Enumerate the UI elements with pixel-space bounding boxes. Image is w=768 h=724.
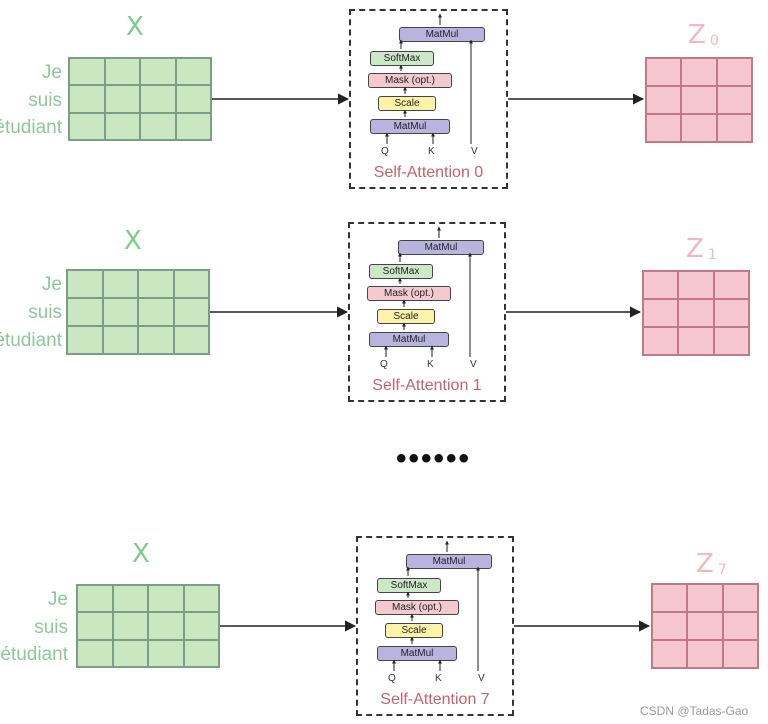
q-label-0: Q [381, 146, 389, 157]
x-matrix-1 [66, 269, 210, 355]
x-label-2: X [132, 539, 150, 569]
z-matrix-1 [642, 270, 750, 356]
inner-attention-arrows [384, 13, 480, 671]
word-suis-2: suis [34, 617, 68, 638]
x-label-1: X [124, 226, 142, 256]
q-label-2: Q [388, 673, 396, 684]
word-suis-1: suis [28, 302, 62, 323]
scale-2: Scale [385, 623, 443, 638]
matmul-top-2: MatMul [406, 554, 492, 569]
k-label-2: K [435, 673, 442, 684]
attention-caption-1: Self-Attention 1 [372, 377, 482, 394]
matmul-top-1: MatMul [398, 240, 484, 255]
z-subscript-1: 1 [707, 247, 717, 263]
x-matrix-0 [68, 57, 212, 141]
v-label-2: V [478, 673, 485, 684]
ellipsis: •••••• [396, 442, 472, 475]
z-matrix-0 [645, 57, 753, 143]
scale-1: Scale [377, 309, 435, 324]
mask-1: Mask (opt.) [367, 286, 451, 301]
attention-caption-0: Self-Attention 0 [373, 164, 484, 181]
v-label-0: V [471, 146, 478, 157]
word-je-0: Je [41, 62, 62, 83]
x-matrix-2 [76, 584, 220, 668]
watermark: CSDN @Tadas-Gao [640, 704, 749, 718]
self-attention-block-2: MatMul SoftMax Mask (opt.) Scale MatMul … [356, 536, 514, 716]
matmul-bottom-0: MatMul [370, 119, 450, 134]
word-suis-0: suis [28, 90, 62, 111]
word-etudiant-2: étudiant [0, 644, 68, 665]
mask-0: Mask (opt.) [368, 73, 452, 88]
word-etudiant-0: étudiant [0, 117, 62, 138]
word-je-1: Je [41, 274, 62, 295]
z-letter-2: Z [696, 549, 714, 579]
x-label-0: X [126, 12, 144, 42]
attention-caption-2: Self-Attention 7 [380, 691, 490, 708]
z-subscript-0: 0 [709, 33, 719, 49]
z-subscript-2: 7 [717, 562, 727, 578]
softmax-0: SoftMax [370, 51, 434, 66]
k-label-1: K [427, 359, 434, 370]
word-je-2: Je [47, 589, 68, 610]
v-label-1: V [470, 359, 477, 370]
mask-2: Mask (opt.) [375, 600, 459, 615]
matmul-top-0: MatMul [399, 27, 485, 42]
matmul-bottom-2: MatMul [377, 646, 457, 661]
z-letter-0: Z [688, 20, 706, 50]
word-etudiant-1: étudiant [0, 330, 62, 351]
self-attention-block-0: MatMul SoftMax Mask (opt.) Scale MatMul … [349, 9, 508, 189]
matmul-bottom-1: MatMul [369, 332, 449, 347]
k-label-0: K [428, 146, 435, 157]
scale-0: Scale [378, 96, 436, 111]
z-matrix-2 [651, 583, 759, 669]
self-attention-block-1: MatMul SoftMax Mask (opt.) Scale MatMul … [348, 222, 506, 402]
z-letter-1: Z [686, 234, 704, 264]
q-label-1: Q [380, 359, 388, 370]
